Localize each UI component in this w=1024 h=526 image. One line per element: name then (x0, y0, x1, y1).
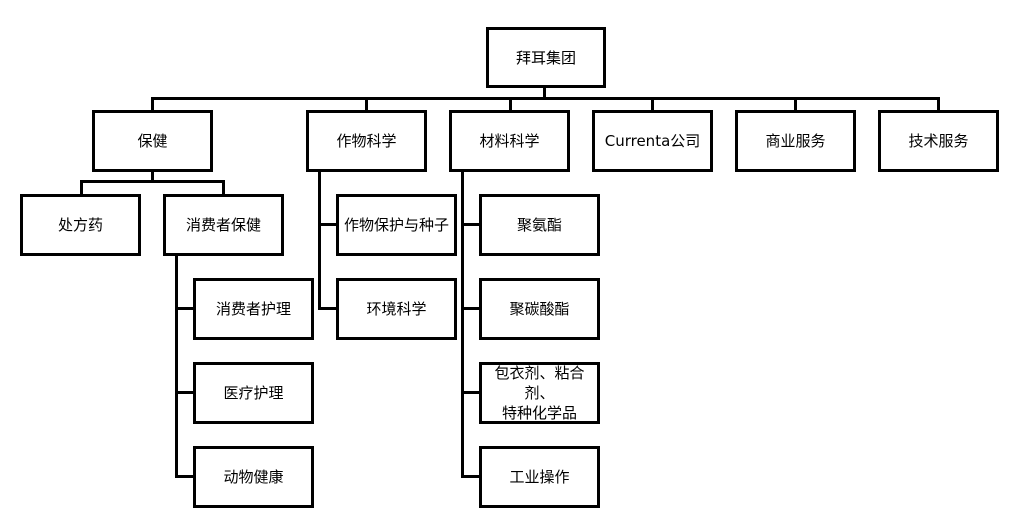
connector-line (651, 97, 654, 111)
node-label: 作物保护与种子 (343, 216, 449, 234)
connector-line (543, 86, 546, 100)
root-node: 拜耳集团 (486, 27, 606, 88)
node-label: 工业操作 (509, 468, 570, 486)
division-label: 作物科学 (336, 132, 397, 150)
division-node-business-services: 商业服务 (735, 110, 856, 172)
root-label: 拜耳集团 (515, 48, 576, 67)
connector-line (937, 97, 940, 111)
division-node-currenta: Currenta公司 (592, 110, 713, 172)
node-industrial-operations: 工业操作 (479, 446, 600, 508)
node-coatings-adhesives-specialties: 包衣剂、粘合剂、 特种化学品 (479, 362, 600, 424)
connector-line (365, 97, 368, 111)
division-node-health: 保健 (92, 110, 213, 172)
connector-line (151, 170, 154, 182)
division-label: Currenta公司 (604, 132, 701, 150)
node-label: 聚氨酯 (516, 216, 562, 234)
node-label: 消费者护理 (215, 300, 291, 318)
connector-line (222, 180, 225, 195)
connector-line (318, 223, 338, 226)
node-label: 包衣剂、粘合剂、 特种化学品 (494, 364, 585, 422)
connector-line (461, 223, 481, 226)
node-consumer-care: 消费者护理 (193, 278, 314, 340)
connector-line (461, 170, 464, 478)
connector-line (175, 391, 195, 394)
division-node-material-science: 材料科学 (449, 110, 570, 172)
connector-line (175, 255, 178, 478)
connector-line (509, 97, 512, 111)
connector-line (318, 170, 321, 310)
connector-line (175, 475, 195, 478)
node-label: 聚碳酸酯 (509, 300, 570, 318)
node-crop-protection-seeds: 作物保护与种子 (336, 194, 457, 256)
connector-line (151, 97, 154, 111)
connector-line (461, 307, 481, 310)
node-environmental-science: 环境科学 (336, 278, 457, 340)
node-polycarbonates: 聚碳酸酯 (479, 278, 600, 340)
connector-line (794, 97, 797, 111)
node-label: 消费者保健 (185, 216, 261, 234)
node-label: 医疗护理 (223, 384, 284, 402)
node-label: 处方药 (57, 216, 103, 234)
connector-line (80, 180, 83, 195)
division-node-crop-science: 作物科学 (306, 110, 427, 172)
node-animal-health: 动物健康 (193, 446, 314, 508)
division-node-technology-services: 技术服务 (878, 110, 999, 172)
node-label: 动物健康 (223, 468, 284, 486)
node-prescription-drugs: 处方药 (20, 194, 141, 256)
connector-line (461, 475, 481, 478)
connector-line (151, 97, 940, 100)
connector-line (175, 307, 195, 310)
node-polyurethanes: 聚氨酯 (479, 194, 600, 256)
node-medical-care: 医疗护理 (193, 362, 314, 424)
connector-line (80, 180, 225, 183)
connector-line (461, 391, 481, 394)
connector-line (318, 307, 338, 310)
division-label: 材料科学 (479, 132, 540, 150)
division-label: 商业服务 (765, 132, 826, 150)
node-consumer-health: 消费者保健 (163, 194, 284, 256)
division-label: 保健 (137, 132, 168, 150)
node-label: 环境科学 (366, 300, 427, 318)
division-label: 技术服务 (908, 132, 969, 150)
